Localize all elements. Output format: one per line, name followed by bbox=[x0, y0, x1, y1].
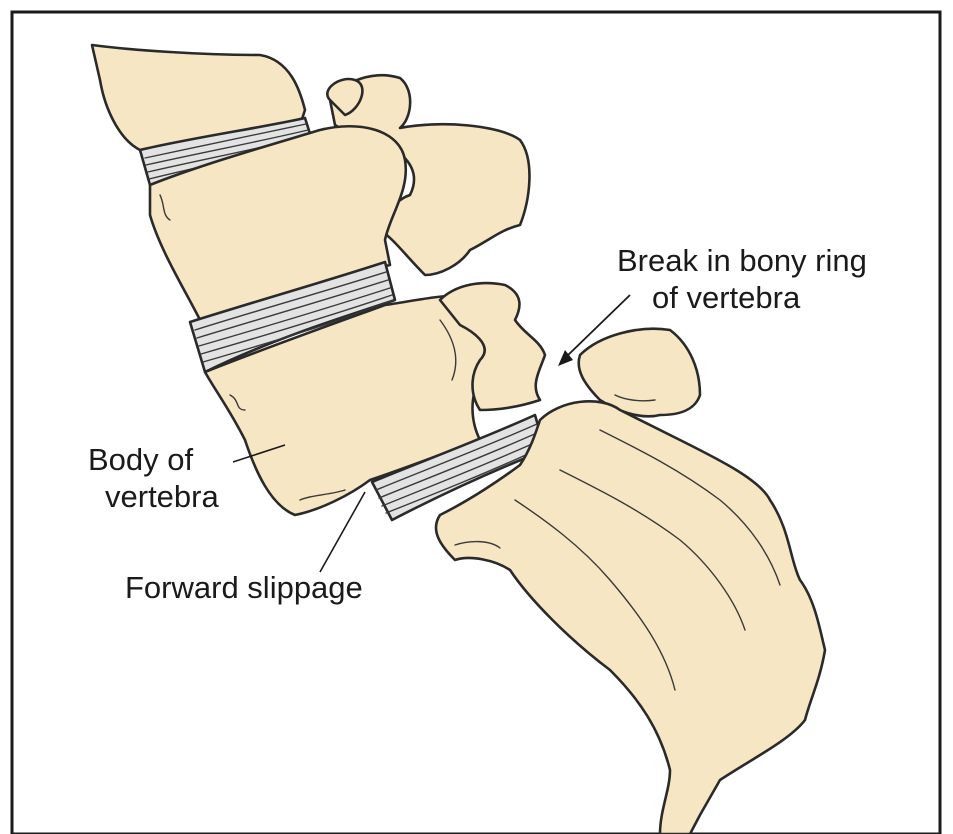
label-forward-slippage: Forward slippage bbox=[125, 570, 363, 605]
label-break-line1: Break in bony ring bbox=[617, 243, 867, 278]
label-body-line1: Body of bbox=[88, 442, 194, 477]
label-break-line2: of vertebra bbox=[652, 280, 801, 315]
label-body-line2: vertebra bbox=[105, 479, 219, 514]
